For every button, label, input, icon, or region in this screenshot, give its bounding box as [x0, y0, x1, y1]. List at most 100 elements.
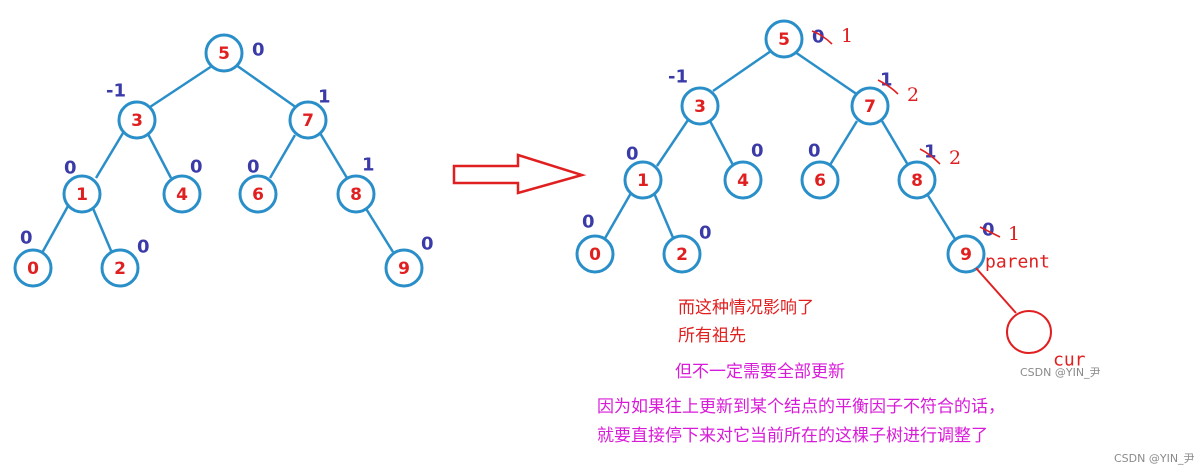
- node-key: 9: [960, 245, 972, 265]
- node-circle: [62, 174, 102, 214]
- node-key: 6: [252, 185, 264, 205]
- updated-balance-factor: 2: [907, 84, 919, 106]
- node-key: 7: [302, 111, 314, 131]
- node-key: 8: [911, 171, 923, 191]
- node-circle: [204, 33, 244, 73]
- node-circle: [850, 86, 890, 126]
- node-key: 1: [76, 185, 88, 205]
- node-circle: [662, 234, 702, 274]
- edge-1-2: [90, 205, 114, 254]
- balance-factor: 1: [880, 70, 893, 91]
- tree-node: 1: [62, 174, 102, 214]
- tree-node: 0: [575, 234, 615, 274]
- right-tree: 5 3 7 1 4 6 8 0 2 9 0 -1 1 0 0 0 1 0 0 0: [575, 19, 1086, 371]
- watermark-corner: CSDN @YIN_尹: [1114, 452, 1195, 465]
- balance-factor: 0: [582, 212, 595, 233]
- tree-node: 3: [117, 100, 157, 140]
- edge-8-9: [925, 193, 957, 240]
- edge-5-7: [794, 50, 859, 97]
- node-key: 2: [114, 259, 126, 279]
- node-circle: [946, 234, 986, 274]
- edge-7-6: [828, 120, 859, 166]
- node-circle: [723, 160, 763, 200]
- node-key: 3: [694, 97, 706, 117]
- node-key: 4: [737, 171, 749, 191]
- cur-label: cur: [1053, 350, 1086, 371]
- node-circle: [162, 174, 202, 214]
- edge-5-3: [149, 64, 213, 109]
- tree-node: 5: [204, 33, 244, 73]
- node-key: 9: [398, 259, 410, 279]
- right-tree-edges: [602, 49, 957, 241]
- cur-node-circle: [1006, 310, 1052, 354]
- edge-3-4: [708, 120, 735, 166]
- edge-3-1: [655, 119, 690, 167]
- node-key: 0: [589, 245, 601, 265]
- node-key: 2: [676, 245, 688, 265]
- node-key: 7: [864, 97, 876, 117]
- node-circle: [13, 248, 53, 288]
- note-pink-line2: 因为如果往上更新到某个结点的平衡因子不符合的话，: [597, 397, 1005, 417]
- edge-3-1: [94, 132, 125, 179]
- tree-node: 4: [723, 160, 763, 200]
- balance-factor: 0: [421, 234, 434, 255]
- tree-node: 9: [384, 248, 424, 288]
- balance-factor: -1: [668, 67, 688, 88]
- edge-7-8: [880, 120, 910, 166]
- node-circle: [336, 174, 376, 214]
- tree-node: 8: [897, 160, 937, 200]
- note-red-line1: 而这种情况影响了: [678, 298, 814, 318]
- node-circle: [764, 19, 804, 59]
- node-circle: [897, 160, 937, 200]
- edge-1-0: [40, 205, 70, 254]
- edge-5-3: [712, 49, 772, 93]
- node-key: 3: [131, 111, 143, 131]
- tree-node: 6: [800, 160, 840, 200]
- strike-mark: [811, 30, 833, 45]
- balance-factor: 0: [982, 220, 995, 241]
- edge-3-4: [146, 133, 173, 179]
- balance-factor: 0: [247, 157, 260, 178]
- node-circle: [575, 234, 615, 274]
- balance-factor: 1: [362, 155, 375, 176]
- note-pink-line1: 但不一定需要全部更新: [675, 362, 845, 382]
- tree-node: 2: [662, 234, 702, 274]
- balance-factor: 0: [137, 237, 150, 258]
- node-key: 1: [637, 171, 649, 191]
- node-key: 0: [27, 259, 39, 279]
- tree-node: 7: [288, 100, 328, 140]
- parent-label: parent: [985, 252, 1050, 273]
- node-circle: [238, 174, 278, 214]
- updated-balance-factor: 1: [841, 25, 853, 47]
- edge-5-7: [235, 63, 298, 110]
- note-red-line2: 所有祖先: [678, 326, 746, 346]
- edge-1-2: [652, 192, 676, 241]
- tree-node: 1: [623, 160, 663, 200]
- balance-factor: 0: [626, 144, 639, 165]
- edge-1-0: [602, 192, 633, 241]
- left-tree-edges: [40, 63, 395, 254]
- balance-factor: 0: [190, 157, 203, 178]
- edge-8-9: [363, 206, 395, 253]
- tree-node: 9: [946, 234, 986, 274]
- node-key: 8: [350, 185, 362, 205]
- tree-node: 6: [238, 174, 278, 214]
- balance-factor: 1: [318, 87, 331, 108]
- strike-mark: [877, 79, 899, 95]
- node-circle: [623, 160, 663, 200]
- watermark-inner: CSDN @YIN_尹: [1020, 366, 1101, 379]
- strike-mark: [919, 148, 941, 165]
- node-circle: [100, 248, 140, 288]
- strike-mark: [979, 226, 1001, 238]
- note-pink-line3: 就要直接停下来对它当前所在的这棵子树进行调整了: [597, 426, 988, 446]
- node-key: 6: [814, 171, 826, 191]
- edge-7-8: [318, 132, 349, 179]
- node-key: 4: [176, 185, 188, 205]
- node-key: 5: [778, 30, 790, 50]
- left-tree: 5 3 7 1 4 6 8 0 2 9 0 -1 1 0 0 0 1 0 0 0: [13, 33, 434, 288]
- tree-node: 7: [850, 86, 890, 126]
- balance-factor: 0: [808, 141, 821, 162]
- updated-balance-factor: 1: [1008, 223, 1020, 245]
- balance-factor: 0: [64, 158, 77, 179]
